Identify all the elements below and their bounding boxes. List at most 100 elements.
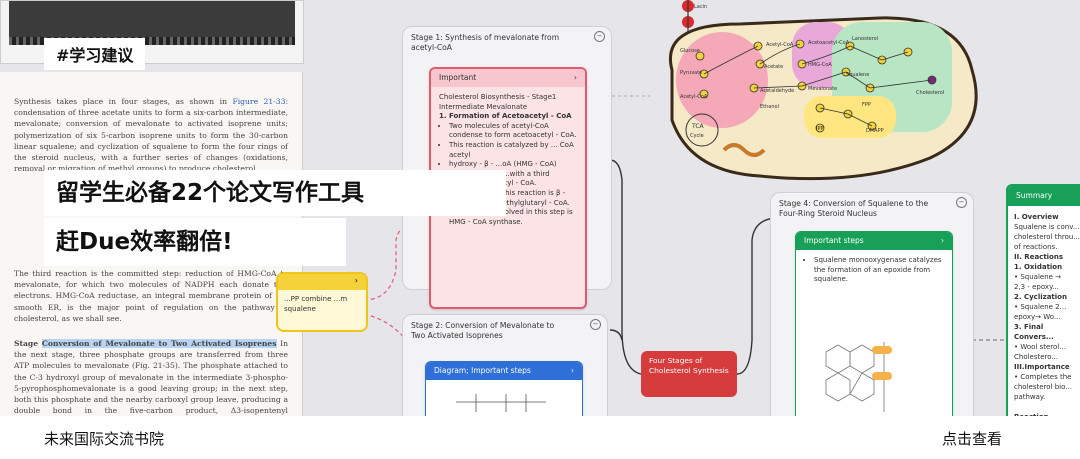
stage2-card[interactable]: Stage 2: Conversion of Mevalonate to Two…	[402, 314, 608, 416]
svg-text:Acetoacetyl-CoA: Acetoacetyl-CoA	[808, 40, 850, 46]
svg-text:Mevalonate: Mevalonate	[808, 86, 837, 92]
summary-line: • Wool sterol...	[1014, 343, 1066, 351]
paragraph-2: The third reaction is the committed step…	[14, 269, 288, 323]
footer-bar: 未来国际交流书院 点击查看	[0, 416, 1080, 459]
hashtag-label: #学习建议	[44, 38, 146, 70]
stage2-diagram-panel[interactable]: Diagram; Important steps ›	[425, 361, 583, 416]
molecule-diagram	[456, 394, 546, 412]
chevron-right-icon: ›	[574, 73, 577, 82]
connector-stage4	[736, 217, 776, 375]
svg-text:Pyruvate: Pyruvate	[680, 70, 702, 76]
summary-line: • Squalene →	[1014, 273, 1062, 281]
squalene-structure	[825, 342, 892, 412]
panel-header[interactable]: Important steps ›	[796, 232, 952, 250]
chevron-right-icon: ›	[941, 236, 944, 245]
summary-line: Cholestero...	[1014, 353, 1059, 361]
bullet: Squalene monooxygenase catalyzes the for…	[814, 256, 944, 285]
svg-text:Cycle: Cycle	[690, 133, 704, 139]
para1-text-b: condensation of three acetate units to f…	[14, 108, 288, 174]
svg-text:TCA: TCA	[691, 123, 705, 130]
stage-label: Stage	[14, 339, 42, 348]
stage3-node[interactable]: › ...PP combine ...m squalene	[276, 272, 368, 332]
svg-text:Lacin: Lacin	[694, 4, 707, 10]
chevron-right-icon: ›	[571, 366, 574, 375]
summary-line: of reactions.	[1014, 243, 1058, 251]
svg-text:Ethanol: Ethanol	[760, 104, 779, 110]
svg-text:Acetate: Acetate	[764, 64, 783, 70]
video-thumbnail	[0, 0, 304, 64]
summary-line: • Squalene 2...	[1014, 303, 1067, 311]
bullet: This reaction is catalyzed by ... CoA ac…	[449, 141, 577, 160]
panel-header[interactable]: Important ›	[431, 69, 585, 87]
summary-line: 2,3 - epoxy...	[1014, 283, 1059, 291]
mindmap-canvas: TCA Cycle Lacin Glucose Pyruvate Acetyl-…	[0, 0, 1080, 416]
connector-stage2	[609, 329, 623, 341]
summary-line	[1014, 402, 1080, 412]
svg-text:IPP: IPP	[816, 126, 824, 132]
paragraph-1: Synthesis takes place in four stages, as…	[0, 96, 302, 174]
dashed-link-2	[363, 313, 407, 341]
summary-line: Reaction Descrip...	[1014, 412, 1080, 416]
stage1-intro: Cholesterol Biosynthesis - Stage1 Interm…	[439, 93, 557, 111]
bullet: hydroxy - β - ...oA (HMG - CoA)	[449, 160, 577, 170]
summary-line: epoxy→ Wo...	[1014, 313, 1061, 321]
para3-text: In the next stage, three phosphate group…	[14, 339, 289, 416]
central-topic-node[interactable]: Four Stages of Cholesterol Synthesis	[641, 351, 737, 397]
bullet: Two molecules of acetyl-CoA condense to …	[449, 122, 577, 141]
bullet: The enzyme involved in this step is HMG …	[449, 208, 577, 227]
connector-stage1	[609, 159, 642, 375]
stage2-title: Stage 2: Conversion of Mevalonate to Two…	[411, 321, 555, 340]
highlighted-heading: Conversion of Mevalonate to Two Activate…	[41, 339, 277, 348]
svg-text:HMG-CoA: HMG-CoA	[808, 62, 832, 68]
collapse-icon[interactable]: −	[956, 197, 967, 208]
stage4-steps-panel[interactable]: Important steps › Squalene monooxygenase …	[795, 231, 953, 416]
panel-header-label: Important steps	[804, 236, 864, 245]
panel-header-label: Important	[439, 73, 477, 82]
figure-link[interactable]: Figure 21-33:	[232, 97, 289, 106]
summary-line: cholesterol throu...	[1014, 233, 1080, 241]
panel-header-label: Diagram; Important steps	[434, 366, 531, 375]
headline-line2: 赶Due效率翻倍!	[44, 218, 346, 266]
central-topic-label: Four Stages of Cholesterol Synthesis	[649, 356, 729, 375]
summary-line: cholesterol bio...	[1014, 383, 1072, 391]
panel-header[interactable]: Diagram; Important steps ›	[426, 362, 582, 380]
summary-line: III.Importance	[1014, 363, 1070, 371]
summary-line: 2. Cyclization	[1014, 293, 1067, 301]
connectors: TCA Cycle Lacin Glucose Pyruvate Acetyl-…	[363, 0, 1006, 375]
summary-line: 1. Oxidation	[1014, 263, 1063, 271]
svg-text:Glucose: Glucose	[680, 48, 700, 54]
video-strip	[9, 1, 295, 45]
stage1-important-panel[interactable]: Important › Cholesterol Biosynthesis - St…	[429, 67, 587, 309]
summary-header[interactable]: Summary	[1008, 186, 1080, 206]
stage4-title: Stage 4: Conversion of Squalene to the F…	[779, 199, 929, 218]
svg-text:Acetyl-CoA: Acetyl-CoA	[766, 42, 794, 48]
paragraph-3: Stage Conversion of Mevalonate to Two Ac…	[0, 338, 302, 416]
account-name[interactable]: 未来国际交流书院	[44, 430, 165, 448]
dashed-link	[363, 227, 405, 301]
svg-text:Acetaldehyde: Acetaldehyde	[760, 88, 794, 94]
collapse-icon[interactable]: −	[594, 31, 605, 42]
para1-text: Synthesis takes place in four stages, as…	[14, 97, 233, 106]
stage1-card[interactable]: Stage 1: Synthesis of mevalonate from ac…	[402, 26, 612, 309]
stage4-card[interactable]: Stage 4: Conversion of Squalene to the F…	[770, 192, 974, 416]
svg-text:Lanosterol: Lanosterol	[852, 36, 878, 42]
headline-line1: 留学生必备22个论文写作工具	[44, 170, 506, 216]
summary-line: pathway.	[1014, 393, 1046, 401]
summary-line: Squalene is conv...	[1014, 223, 1080, 231]
view-link[interactable]: 点击查看	[942, 430, 1003, 448]
stage1-item1: 1. Formation of Acetoacetyl - CoA	[439, 112, 572, 121]
collapse-icon[interactable]: −	[590, 319, 601, 330]
svg-text:Squalene: Squalene	[846, 72, 869, 78]
summary-line: II. Reactions	[1014, 253, 1064, 261]
panel-body: Squalene monooxygenase catalyzes the for…	[796, 250, 952, 291]
bullet: The product of this reaction is β - hydr…	[449, 189, 577, 208]
summary-line: 3. Final Convers...	[1014, 323, 1054, 341]
cell-diagram: TCA Cycle Lacin Glucose Pyruvate Acetyl-…	[669, 0, 978, 181]
summary-line: I. Overview	[1014, 213, 1059, 221]
svg-text:Cholesterol: Cholesterol	[916, 90, 944, 96]
stage3-header[interactable]: ›	[278, 274, 366, 290]
svg-text:FPP: FPP	[862, 102, 871, 108]
chevron-right-icon: ›	[354, 276, 358, 285]
